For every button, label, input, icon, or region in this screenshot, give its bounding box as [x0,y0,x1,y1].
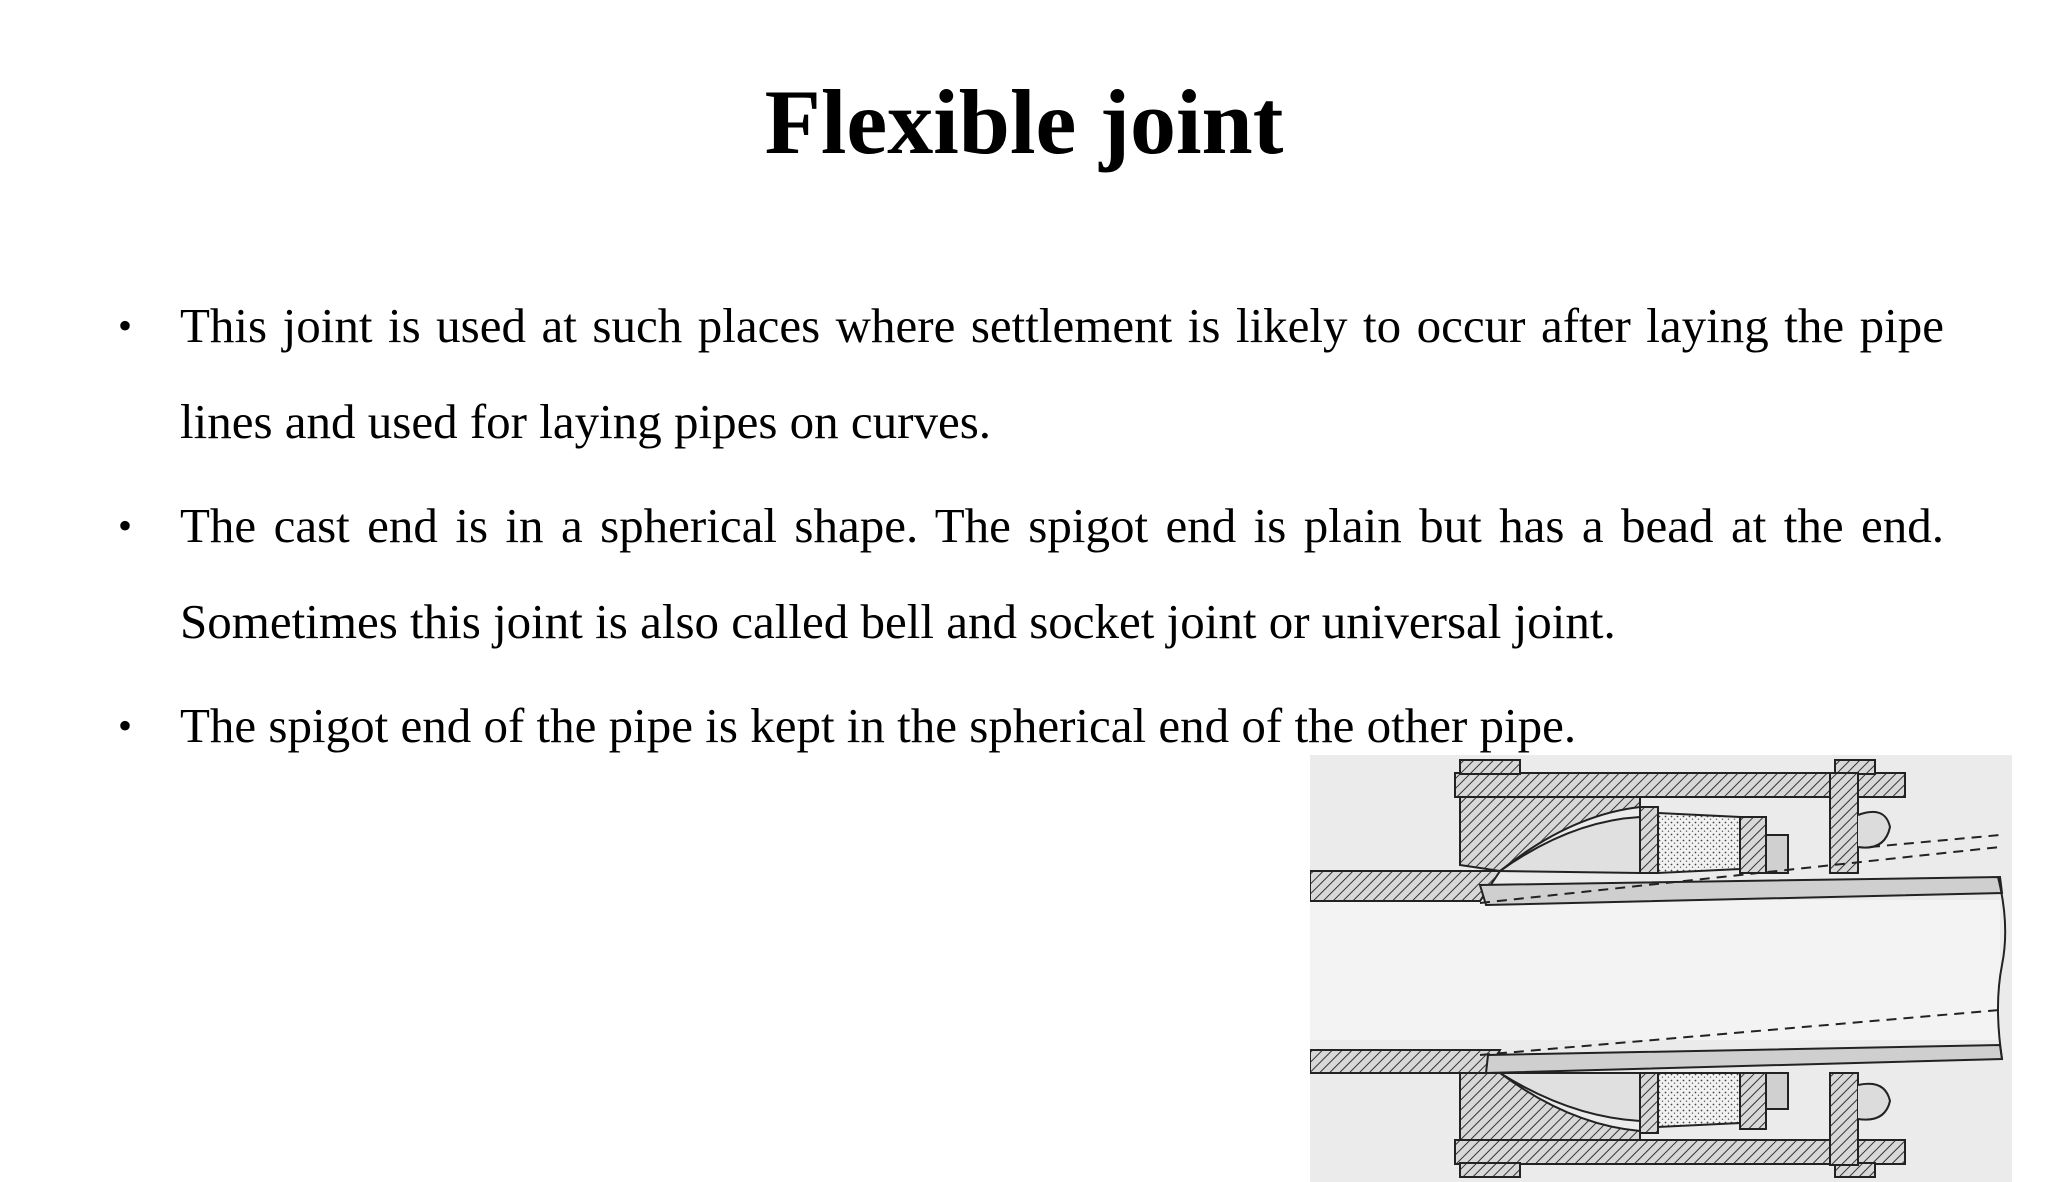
flexible-joint-cross-section-icon [1310,755,2012,1182]
bullet-dot-icon: • [118,303,133,348]
bullet-list: • This joint is used at such places wher… [118,278,1944,782]
bullet-item: • This joint is used at such places wher… [118,278,1944,470]
bullet-item: • The spigot end of the pipe is kept in … [118,678,1944,774]
bullet-text: The spigot end of the pipe is kept in th… [180,698,1577,753]
flexible-joint-diagram [1310,755,2012,1182]
bullet-dot-icon: • [118,703,133,748]
bullet-item: • The cast end is in a spherical shape. … [118,478,1944,670]
slide-title: Flexible joint [764,71,1284,173]
bullet-text: The cast end is in a spherical shape. Th… [180,498,1944,649]
bullet-text: This joint is used at such places where … [180,298,1944,449]
bullet-dot-icon: • [118,503,133,548]
